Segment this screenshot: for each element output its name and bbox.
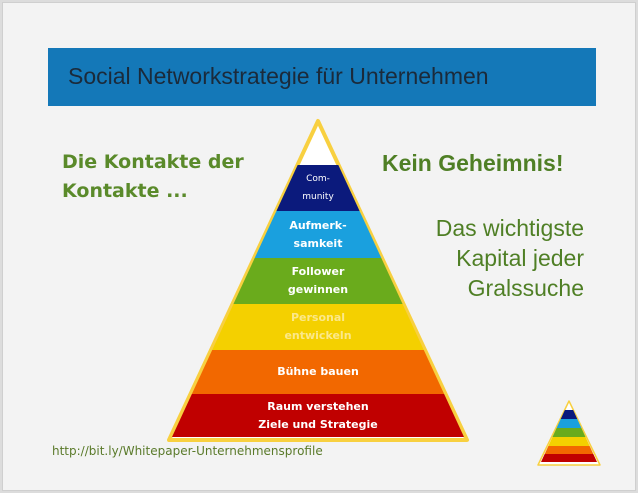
pyramid-layer-label: Personal entwickeln [218, 309, 418, 345]
left-text-line: Kontakte ... [62, 180, 188, 202]
pyramid-layer-label-line: Com- [306, 174, 330, 184]
pyramid-layer-label-line: gewinnen [287, 283, 349, 296]
right-text-line: Kapital jeder [456, 245, 584, 271]
pyramid-layer-label-line: Follower [291, 265, 345, 278]
pyramid-layer [276, 165, 360, 211]
thumbnail-layer [541, 454, 597, 462]
slide-title: Social Networkstrategie für Unternehmen [68, 63, 489, 89]
right-text: Das wichtigste Kapital jeder Gralssuche [344, 213, 584, 303]
thumbnail-layer [556, 419, 582, 428]
pyramid-layer [254, 211, 382, 258]
pyramid-layer-label-line: Raum verstehen [267, 399, 369, 413]
pyramid-layer-label-line: munity [302, 192, 334, 202]
right-heading: Kein Geheimnis! [382, 150, 564, 176]
pyramid-layer-label-line: Bühne bauen [277, 365, 359, 378]
pyramid-layer-label-line: Personal [290, 311, 346, 324]
source-link[interactable]: http://bit.ly/Whitepaper-Unternehmenspro… [52, 444, 323, 458]
right-text-line: Gralssuche [467, 275, 584, 301]
thumbnail-layer [560, 410, 578, 419]
right-text-line: Das wichtigste [435, 215, 584, 241]
thumbnail-layer [544, 446, 594, 454]
pyramid-layer-label: Com-munity [218, 170, 418, 206]
left-text-line: Die Kontakte der [62, 151, 244, 173]
pyramid-layer [172, 394, 464, 437]
pyramid-layer-label-line: samkeit [293, 236, 343, 250]
pyramid-layer-label-line: Ziele und Strategie [258, 417, 378, 431]
pyramid-layer [191, 350, 445, 394]
pyramid-layer-label-line: Aufmerk- [289, 218, 347, 232]
title-bar: Social Networkstrategie für Unternehmen [48, 48, 596, 106]
thumbnail-layer [552, 428, 586, 437]
pyramid-layer-label: Bühne bauen [218, 363, 418, 381]
pyramid-layer [233, 258, 403, 304]
pyramid-layer-label-line: entwickeln [284, 329, 352, 342]
pyramid-layer-label: Aufmerk-samkeit [218, 217, 418, 253]
pyramid-layer-label: Follower gewinnen [218, 263, 418, 299]
thumbnail-layer [548, 437, 590, 446]
left-text: Die Kontakte der Kontakte ... [62, 148, 244, 206]
pyramid-layer [212, 304, 424, 350]
